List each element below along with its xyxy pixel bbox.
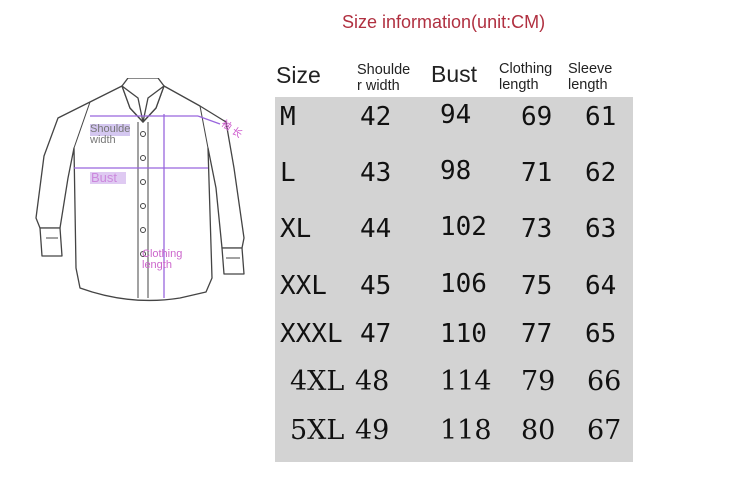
cell-sleeve: 63 — [585, 214, 617, 244]
cell-size: 4XL — [290, 366, 345, 397]
cell-shoulder: 49 — [355, 415, 390, 446]
cell-size: L — [280, 158, 296, 188]
shirt-diagram — [35, 78, 245, 302]
cell-sleeve: 66 — [587, 366, 622, 397]
cell-clothing: 80 — [521, 415, 556, 446]
cell-shoulder: 43 — [360, 158, 392, 188]
cell-size: 5XL — [290, 415, 345, 446]
cell-clothing: 73 — [521, 214, 553, 244]
cell-shoulder: 48 — [355, 366, 390, 397]
cell-clothing: 71 — [521, 158, 553, 188]
cell-sleeve: 65 — [585, 319, 617, 349]
bust-label: Bust — [91, 170, 118, 185]
cell-sleeve: 64 — [585, 271, 617, 301]
header-bust: Bust — [431, 61, 478, 87]
cell-bust: 118 — [440, 415, 492, 446]
size-table — [275, 97, 633, 462]
cell-bust: 102 — [440, 212, 487, 242]
cell-shoulder: 42 — [360, 102, 392, 132]
cell-sleeve: 61 — [585, 102, 617, 132]
cell-size: XXL — [280, 271, 327, 301]
shoulder-width-label: Shoulde width — [90, 123, 131, 146]
cell-shoulder: 45 — [360, 271, 392, 301]
clothing-length-label: Clothing length — [142, 248, 183, 271]
header-size: Size — [276, 62, 321, 88]
header-sleeve-length: Sleeve length — [568, 61, 613, 93]
cell-size: XL — [280, 214, 312, 244]
cell-clothing: 75 — [521, 271, 553, 301]
cell-clothing: 77 — [521, 319, 553, 349]
cell-bust: 110 — [440, 319, 487, 349]
cell-size: XXXL — [280, 319, 343, 349]
cell-sleeve: 62 — [585, 158, 617, 188]
cell-sleeve: 67 — [587, 415, 622, 446]
header-shoulder-width: Shoulde r width — [357, 62, 411, 94]
cell-bust: 94 — [440, 100, 472, 130]
cell-clothing: 79 — [521, 366, 556, 397]
cell-clothing: 69 — [521, 102, 553, 132]
cell-bust: 98 — [440, 156, 472, 186]
page-title: Size information(unit:CM) — [342, 12, 546, 32]
cell-shoulder: 47 — [360, 319, 392, 349]
header-clothing-length: Clothing length — [499, 61, 553, 93]
cell-bust: 114 — [440, 366, 492, 397]
cell-size: M — [280, 102, 296, 132]
cell-bust: 106 — [440, 269, 487, 299]
cell-shoulder: 44 — [360, 214, 392, 244]
